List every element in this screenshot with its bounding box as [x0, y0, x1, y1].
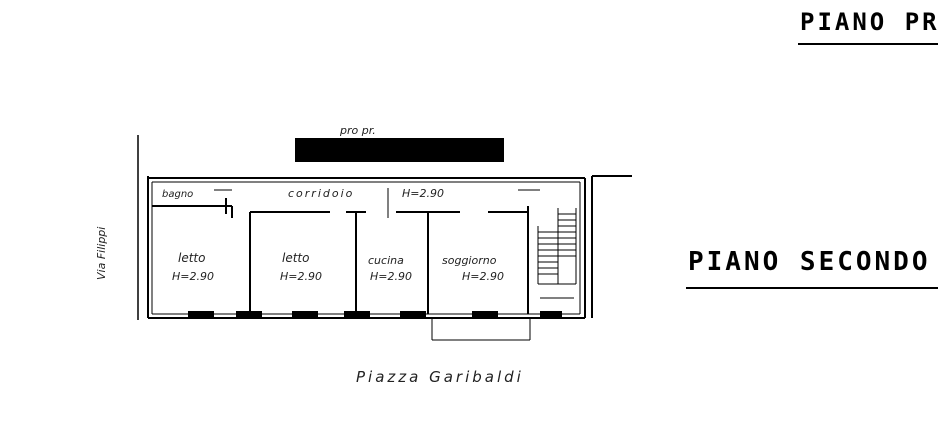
room-soggiorno-label: soggiorno	[442, 254, 497, 267]
room-letto2-height: H=2.90	[280, 270, 322, 283]
room-cucina-label: cucina	[368, 254, 404, 267]
room-soggiorno-height: H=2.90	[462, 270, 504, 283]
room-letto1-height: H=2.90	[172, 270, 214, 283]
room-letto1-label: letto	[178, 251, 205, 265]
interior-walls	[152, 188, 540, 314]
room-corridoio-label: corridoio	[288, 187, 354, 200]
title-piano-secondo: PIANO SECONDO	[688, 247, 931, 277]
stairwell	[537, 208, 577, 299]
outer-walls	[147, 175, 632, 341]
room-bagno-label: bagno	[162, 189, 193, 200]
room-letto2-label: letto	[282, 251, 309, 265]
redaction-bar	[295, 138, 504, 162]
label-piazza-garibaldi: Piazza Garibaldi	[356, 368, 524, 386]
label-neighbor-property: pro pr.	[339, 124, 376, 137]
room-corridoio-height: H=2.90	[402, 187, 444, 200]
title-piano-primo: PIANO PRIM	[800, 8, 938, 36]
room-cucina-height: H=2.90	[370, 270, 412, 283]
label-via-filippi: Via Filippi	[95, 227, 108, 280]
